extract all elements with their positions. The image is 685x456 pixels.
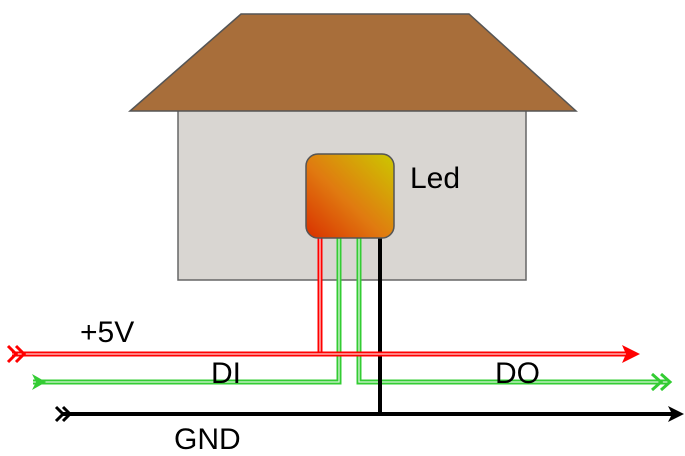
- vcc-wire-start-marker: [6, 344, 27, 364]
- vcc-wire: [6, 344, 640, 364]
- ground-wire-end-arrow: [668, 406, 684, 422]
- di-label: DI: [211, 357, 241, 390]
- house: [128, 13, 578, 281]
- house-roof: [128, 13, 578, 112]
- vcc-label: +5V: [80, 316, 134, 349]
- ground-wire-start-marker: [54, 405, 73, 423]
- led-label: Led: [410, 162, 460, 195]
- led-component: [305, 153, 395, 239]
- data-wire-markers: [32, 372, 673, 392]
- do-label: DO: [495, 357, 540, 390]
- vcc-wire-end-arrow: [622, 345, 640, 363]
- do-wire-end-marker: [651, 372, 673, 392]
- di-wire-start-marker: [32, 374, 46, 390]
- led-legs: [33, 238, 668, 414]
- ground-wire: [54, 405, 684, 423]
- gnd-label: GND: [174, 423, 241, 456]
